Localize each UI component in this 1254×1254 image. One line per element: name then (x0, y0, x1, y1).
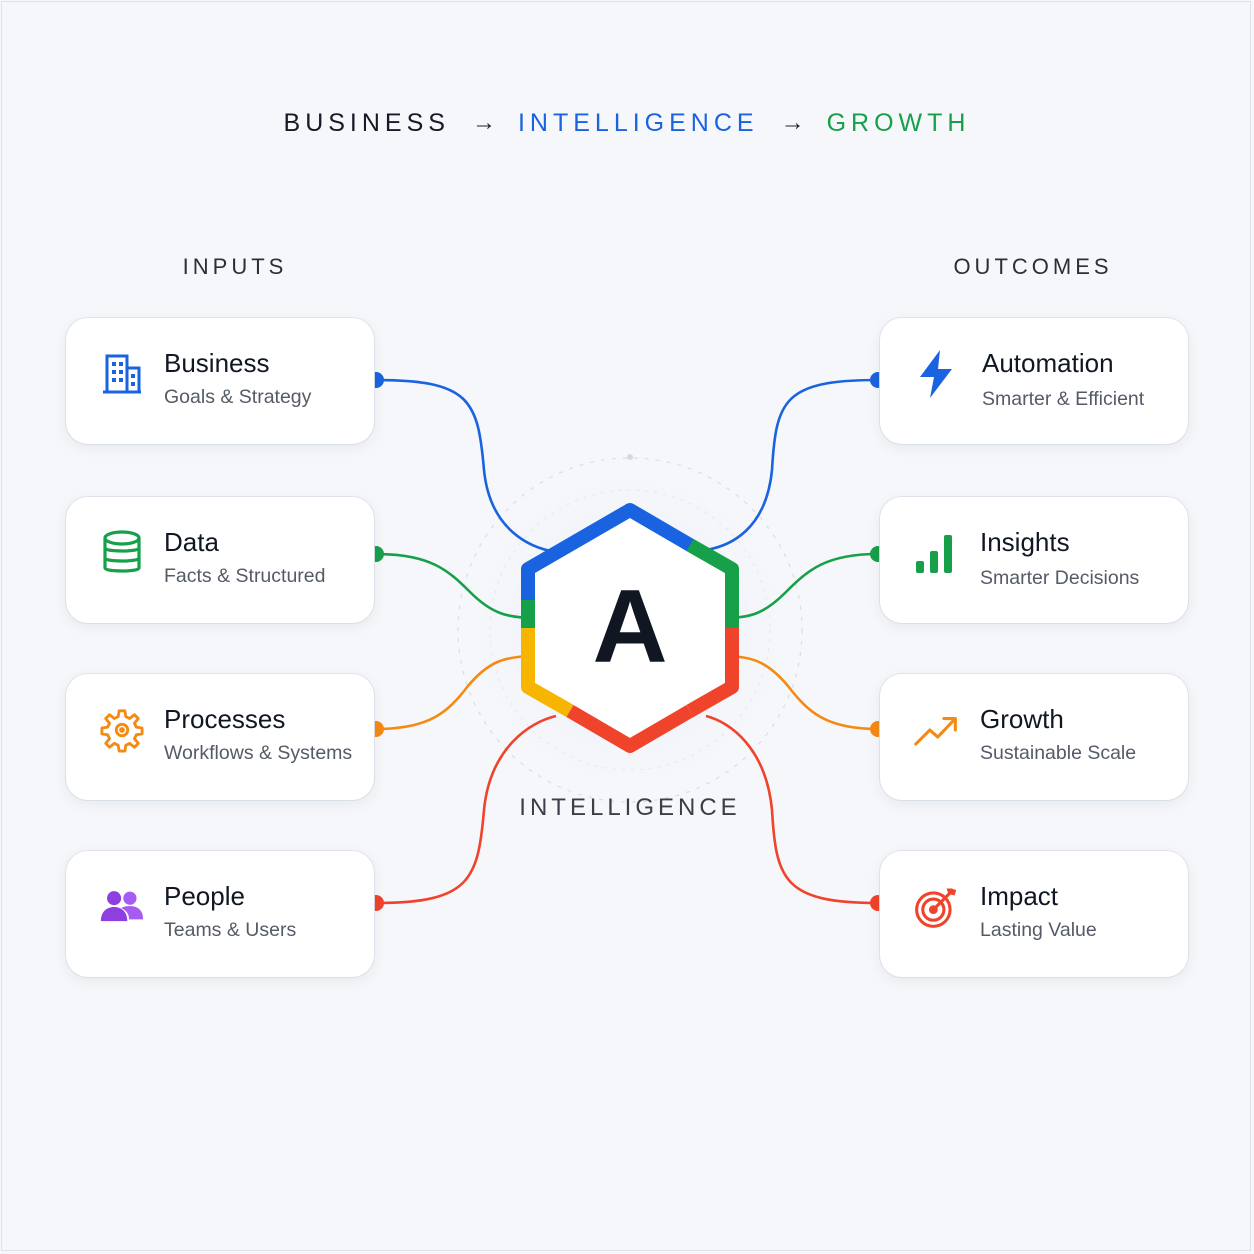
input-card-data[interactable]: Data Facts & Structured (66, 497, 374, 623)
outcome-card-insights[interactable]: Insights Smarter Decisions (880, 497, 1188, 623)
hub-ring-inner (489, 489, 771, 771)
wire-insights (723, 552, 879, 620)
trending-up-icon (914, 708, 958, 752)
people-icon (100, 885, 144, 929)
hex-edge-yellow (521, 628, 574, 718)
headline-business: BUSINESS (283, 108, 450, 137)
gear-icon (100, 708, 144, 753)
flow-headline: BUSINESS → INTELLIGENCE → GROWTH (0, 106, 1254, 140)
wire-processes (375, 654, 537, 731)
card-subtitle: Smarter Decisions (980, 567, 1140, 589)
outcome-card-growth[interactable]: Growth Sustainable Scale (880, 674, 1188, 800)
hex-edge-red-bottom (566, 704, 694, 753)
lightning-icon (914, 350, 958, 398)
wire-automation (705, 378, 879, 552)
hub-ring-outer (457, 457, 803, 803)
hub-label: INTELLIGENCE (519, 794, 741, 821)
card-subtitle: Workflows & Systems (164, 742, 353, 764)
headline-growth: GROWTH (826, 108, 971, 137)
database-icon (100, 530, 144, 575)
wire-business (375, 378, 557, 554)
card-title: Insights (980, 527, 1070, 557)
ring-dot-top (627, 454, 633, 460)
card-title: Impact (980, 881, 1059, 911)
input-card-business[interactable]: Business Goals & Strategy (66, 318, 374, 444)
outcome-card-impact[interactable]: Impact Lasting Value (880, 851, 1188, 977)
card-subtitle: Sustainable Scale (980, 742, 1137, 764)
card-title: Business (164, 348, 270, 378)
hex-edge-blue-top (623, 503, 697, 552)
card-title: People (164, 881, 245, 911)
card-title: Automation (982, 348, 1114, 378)
card-subtitle: Smarter & Efficient (982, 388, 1145, 410)
wire-people (375, 714, 557, 905)
outcomes-heading: OUTCOMES (953, 254, 1113, 279)
headline-arrow-1: → (471, 109, 496, 136)
headline-arrow-2: → (780, 109, 805, 136)
card-subtitle: Lasting Value (980, 919, 1097, 941)
hub-hexagon-fill (528, 510, 732, 746)
card-subtitle: Goals & Strategy (164, 386, 312, 408)
wire-impact (705, 714, 879, 905)
input-card-people[interactable]: People Teams & Users (66, 851, 374, 977)
card-title: Processes (164, 704, 286, 734)
inputs-heading: INPUTS (182, 254, 288, 279)
card-title: Data (164, 527, 219, 557)
hex-edge-red (686, 628, 739, 718)
hex-edge-green (686, 538, 739, 628)
card-subtitle: Teams & Users (164, 919, 297, 941)
wire-growth (723, 654, 879, 731)
card-title: Growth (980, 704, 1064, 734)
building-icon (100, 352, 144, 396)
wire-data (375, 552, 537, 620)
headline-intelligence: INTELLIGENCE (517, 108, 759, 137)
card-subtitle: Facts & Structured (164, 565, 326, 587)
bar-chart-icon (914, 531, 958, 575)
outcome-card-automation[interactable]: Automation Smarter & Efficient (880, 318, 1188, 444)
hub-letter: A (592, 569, 668, 685)
input-card-processes[interactable]: Processes Workflows & Systems (66, 674, 374, 800)
target-icon (914, 885, 958, 929)
